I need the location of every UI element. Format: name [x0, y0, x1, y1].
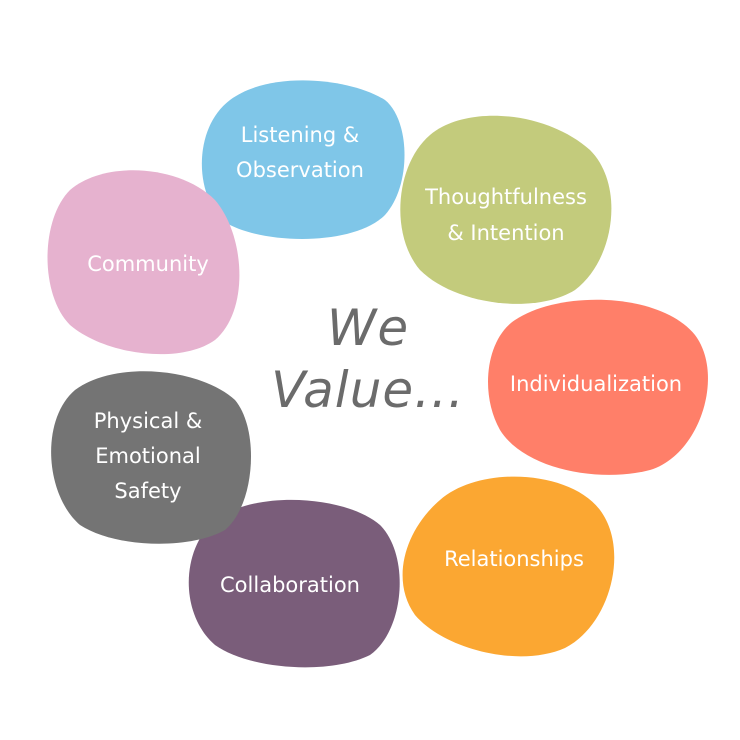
label-thoughtfulness-line1: Thoughtfulness [424, 185, 587, 209]
label-community: Community [87, 252, 209, 276]
blob-listening-observation [201, 80, 405, 239]
label-listening-line1: Listening & [241, 123, 359, 147]
value-individualization: Individualization [488, 299, 708, 475]
value-physical-emotional-safety: Physical & Emotional Safety [51, 371, 252, 544]
label-individualization: Individualization [510, 372, 682, 396]
label-listening-line2: Observation [236, 158, 364, 182]
blob-relationships [402, 476, 615, 657]
center-title-line1: We [327, 299, 409, 357]
value-collaboration: Collaboration [188, 499, 400, 668]
center-title-line2: Value... [271, 361, 465, 419]
label-safety-line2: Emotional [95, 444, 201, 468]
value-listening-observation: Listening & Observation [201, 80, 405, 239]
label-thoughtfulness-line2: & Intention [447, 221, 564, 245]
blob-thoughtfulness-intention [400, 115, 612, 304]
value-community: Community [47, 170, 240, 355]
blob-collaboration [188, 499, 400, 668]
label-safety-line1: Physical & [94, 409, 202, 433]
label-safety-line3: Safety [114, 479, 181, 503]
value-relationships: Relationships [402, 476, 615, 657]
label-relationships: Relationships [444, 547, 584, 571]
value-thoughtfulness-intention: Thoughtfulness & Intention [400, 115, 612, 304]
blob-individualization [488, 299, 708, 475]
blob-community [47, 170, 240, 355]
label-collaboration: Collaboration [220, 573, 360, 597]
blob-physical-emotional-safety [51, 371, 252, 544]
